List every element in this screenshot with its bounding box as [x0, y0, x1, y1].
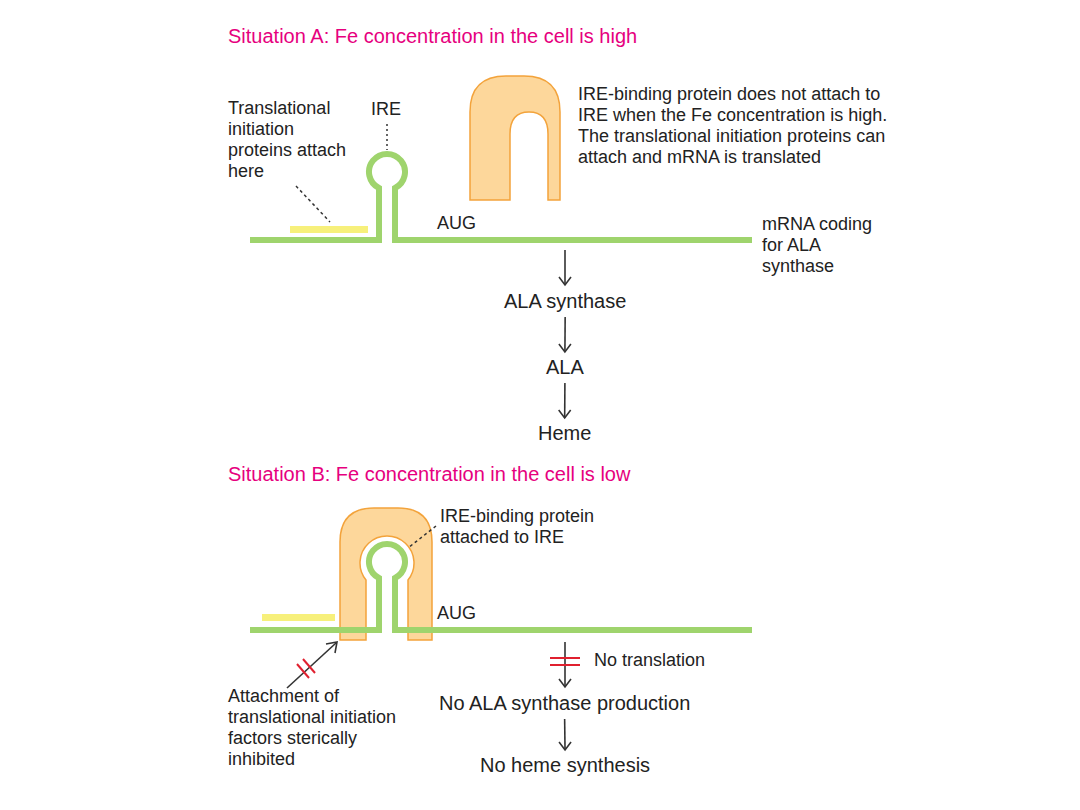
leader-line	[296, 186, 330, 222]
callout-text: Attachment of translational initiation f…	[228, 686, 413, 770]
leader-line	[408, 526, 436, 548]
callout-text: IRE	[371, 99, 401, 120]
section-heading: Situation B: Fe concentration in the cel…	[228, 464, 630, 485]
pathway-step: ALA synthase	[500, 288, 630, 315]
initiation-site	[290, 226, 368, 233]
pathway-step: No ALA synthase production	[435, 690, 694, 717]
step-text: ALA	[546, 356, 584, 378]
callout-text: IRE-binding protein does not attach to I…	[578, 84, 896, 168]
step-text: No heme synthesis	[480, 754, 650, 776]
callout-text: mRNA coding for ALA synthase	[762, 214, 877, 277]
pathway-step: Heme	[534, 420, 595, 447]
arrow	[559, 250, 571, 285]
pathway-arrow	[559, 383, 571, 418]
ire-binding-protein	[340, 508, 432, 640]
block-mark	[297, 659, 315, 678]
ire-binding-protein	[470, 76, 560, 200]
blocked-arrow	[287, 642, 337, 688]
mrna-strand	[250, 544, 752, 630]
section-heading: Situation A: Fe concentration in the cel…	[228, 26, 637, 47]
codon-label: AUG	[437, 603, 476, 624]
initiation-site	[262, 614, 335, 621]
codon-label: AUG	[437, 213, 476, 234]
pathway-arrow	[559, 317, 571, 352]
pathway-step: No heme synthesis	[476, 752, 654, 779]
callout-text: IRE-binding protein attached to IRE	[440, 506, 655, 548]
leader-line	[386, 124, 388, 150]
pathway-step: ALA	[542, 354, 588, 381]
step-text: ALA synthase	[504, 290, 626, 312]
pathway-arrow	[559, 719, 571, 750]
step-text: Heme	[538, 422, 591, 444]
callout-text: No translation	[594, 650, 705, 671]
step-text: No ALA synthase production	[439, 692, 690, 714]
callout-text: Translational initiation proteins attach…	[228, 98, 363, 182]
block-mark	[550, 658, 580, 665]
